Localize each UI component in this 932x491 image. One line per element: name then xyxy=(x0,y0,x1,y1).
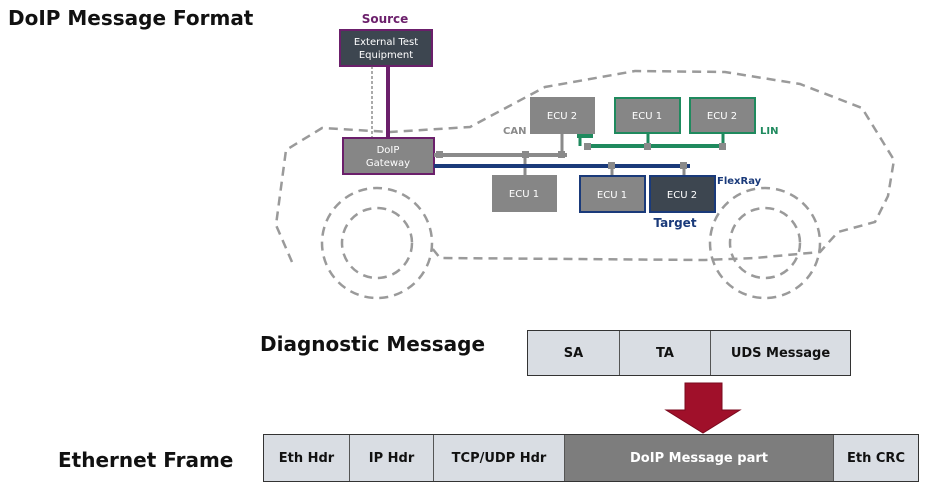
ecu-flexray-2-box xyxy=(649,175,716,213)
source-label: Source xyxy=(362,12,409,26)
ecu-flexray-1-label: ECU 1 xyxy=(597,190,627,201)
lin-node xyxy=(644,143,651,150)
ecu-lin-1-box xyxy=(614,97,681,134)
car-wheel-left-inner xyxy=(340,206,414,280)
ecu-lin-1-label: ECU 1 xyxy=(632,111,662,122)
car-outline xyxy=(274,69,896,263)
car-wheel-left-outer xyxy=(320,186,434,300)
diagnostic-message-label: Diagnostic Message xyxy=(260,332,486,356)
car-wheel-right-inner xyxy=(728,206,802,280)
lin-node xyxy=(577,132,593,138)
diagnostic-cell-sa: SA xyxy=(528,331,620,375)
ecu-can-bottom-label: ECU 1 xyxy=(509,189,539,200)
ecu-lin-2-label: ECU 2 xyxy=(707,111,737,122)
ethernet-cell-ip-hdr: IP Hdr xyxy=(350,435,434,481)
diagnostic-cell-uds-message: UDS Message xyxy=(711,331,850,375)
ethernet-cell-tcp-udp-hdr: TCP/UDP Hdr xyxy=(434,435,565,481)
flexray-label: FlexRay xyxy=(717,176,762,187)
lin-node xyxy=(719,143,726,150)
can-node xyxy=(522,151,529,158)
flexray-node xyxy=(608,162,615,169)
doip-gateway-line2: Gateway xyxy=(366,158,410,169)
target-label: Target xyxy=(653,216,696,230)
flexray-node xyxy=(680,162,687,169)
ethernet-cell-eth-crc: Eth CRC xyxy=(834,435,918,481)
lin-node xyxy=(584,143,591,150)
ecu-can-top-box xyxy=(530,97,595,134)
ecu-can-bottom-box xyxy=(492,175,557,212)
can-node xyxy=(558,151,565,158)
doip-gateway-line1: DoIP xyxy=(377,145,400,156)
external-test-equipment-line1: External Test xyxy=(354,37,418,48)
ecu-flexray-2-label: ECU 2 xyxy=(667,190,697,201)
ethernet-frame-label: Ethernet Frame xyxy=(58,448,234,472)
ethernet-cell-doip-message-part: DoIP Message part xyxy=(565,435,834,481)
down-arrow-icon xyxy=(664,382,742,434)
diagnostic-message-frame: SA TA UDS Message xyxy=(527,330,851,376)
ecu-lin-2-box xyxy=(689,97,756,134)
ecu-flexray-1-box xyxy=(579,175,646,213)
external-test-equipment-box xyxy=(339,29,433,67)
ethernet-cell-eth-hdr: Eth Hdr xyxy=(264,435,350,481)
external-test-equipment-line2: Equipment xyxy=(359,50,413,61)
page-title: DoIP Message Format xyxy=(8,6,254,30)
ecu-can-top-label: ECU 2 xyxy=(547,111,577,122)
lin-label: LIN xyxy=(760,126,778,137)
car-wheel-right-outer xyxy=(708,186,822,300)
ethernet-frame: Eth Hdr IP Hdr TCP/UDP Hdr DoIP Message … xyxy=(263,434,919,482)
diagnostic-cell-ta: TA xyxy=(620,331,711,375)
can-label: CAN xyxy=(503,126,526,137)
can-node xyxy=(436,151,443,158)
